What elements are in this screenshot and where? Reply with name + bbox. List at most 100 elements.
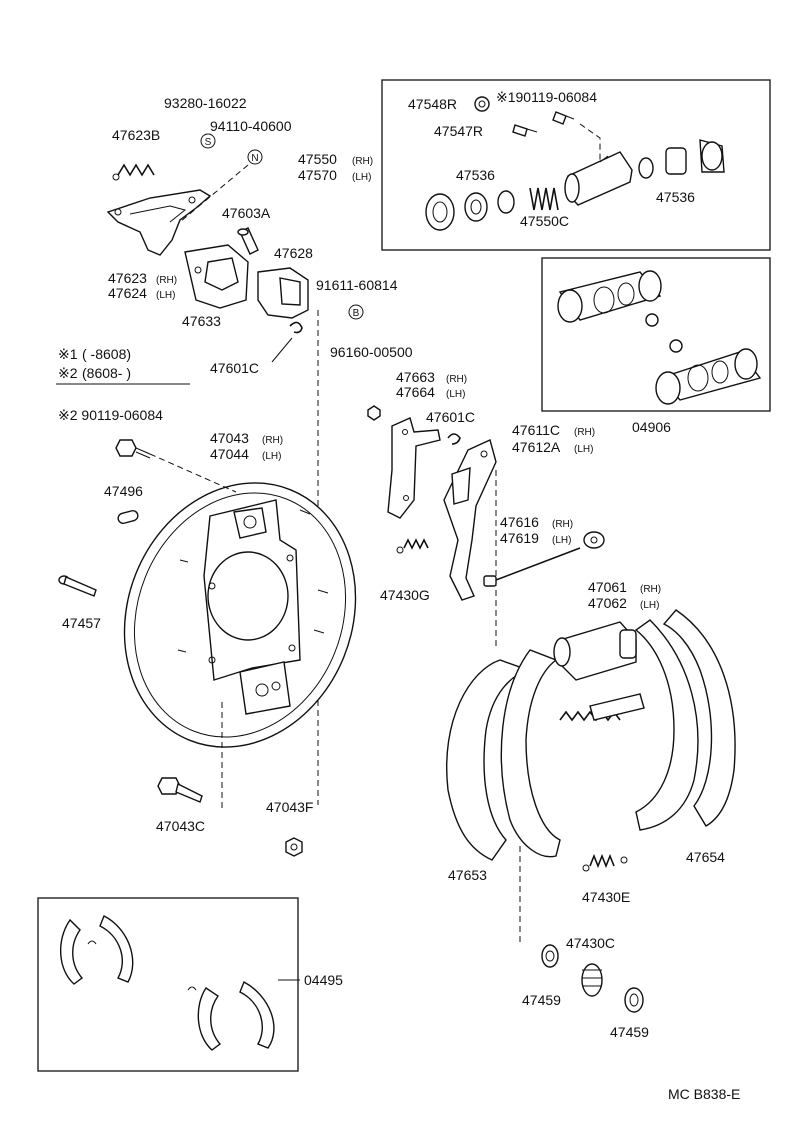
label-47616-rh: (RH) xyxy=(552,519,573,530)
label-47536-a: 47536 xyxy=(456,167,495,183)
bleeder-screw-47547r xyxy=(512,124,538,137)
label-47550c: 47550C xyxy=(520,213,569,229)
brake-shoe-47654 xyxy=(634,609,736,831)
s-mark: S xyxy=(205,137,212,148)
cable-47616 xyxy=(483,531,605,587)
label-47570-lh: (LH) xyxy=(352,172,371,183)
label-47601c-b: 47601C xyxy=(426,409,475,425)
bolt-47603a xyxy=(237,227,259,255)
label-47061-rh: (RH) xyxy=(640,584,661,595)
retainer-47459-a xyxy=(541,944,559,968)
label-47044-lh: (LH) xyxy=(262,451,281,462)
n-mark-circle xyxy=(247,149,263,165)
label-47430e: 47430E xyxy=(582,889,630,905)
label-47612a: 47612A xyxy=(512,439,561,455)
label-47430g: 47430G xyxy=(380,587,430,603)
piston-left xyxy=(464,192,488,222)
note1-text: ( -8608) xyxy=(82,346,131,362)
b-mark-circle xyxy=(348,304,364,320)
cup-47536-left xyxy=(425,193,455,231)
label-47430c: 47430C xyxy=(566,935,615,951)
label-47043: 47043 xyxy=(210,430,249,446)
lever-47623 xyxy=(106,189,212,256)
label-47496: 47496 xyxy=(104,483,143,499)
leader-line xyxy=(179,164,249,223)
label-47663: 47663 xyxy=(396,369,435,385)
plate-47628 xyxy=(257,267,309,319)
label-47536-b: 47536 xyxy=(656,189,695,205)
label-90119-2: ※2 90119-06084 xyxy=(58,407,163,423)
spring-47623b xyxy=(112,163,155,181)
label-47633: 47633 xyxy=(182,313,221,329)
backing-plate-47043 xyxy=(123,482,357,748)
adjuster-spring xyxy=(559,693,645,722)
label-190119: ※190119-06084 xyxy=(496,89,597,105)
plug-47496 xyxy=(117,510,139,524)
seal-left xyxy=(497,190,515,214)
brake-shoe-47653 xyxy=(446,649,561,861)
label-47547r: 47547R xyxy=(434,123,483,139)
leader-line xyxy=(271,337,293,363)
bracket-47663 xyxy=(387,417,441,519)
label-47611c-rh: (RH) xyxy=(574,427,595,438)
label-47062: 47062 xyxy=(588,595,627,611)
bolt-190119 xyxy=(552,111,575,125)
label-47601c-a: 47601C xyxy=(210,360,259,376)
bolt-47043c xyxy=(157,777,203,803)
label-47623: 47623 xyxy=(108,270,147,286)
label-47570: 47570 xyxy=(298,167,337,183)
label-47616: 47616 xyxy=(500,514,539,530)
label-47459-b: 47459 xyxy=(610,1024,649,1040)
spring-47430g xyxy=(396,538,429,554)
label-47044: 47044 xyxy=(210,446,249,462)
footer-code: MC B838-E xyxy=(668,1086,740,1102)
label-47043-rh: (RH) xyxy=(262,435,283,446)
spring-47430e xyxy=(582,853,628,872)
cylinder-kit-box xyxy=(541,257,771,412)
cup-47536-right xyxy=(699,139,725,173)
strut-47611c xyxy=(443,439,497,601)
label-47653: 47653 xyxy=(448,867,487,883)
shoe-kit-upper xyxy=(59,915,134,985)
spring-47550c xyxy=(529,187,559,211)
cover-47633 xyxy=(184,244,249,309)
piston-right xyxy=(665,147,687,175)
label-47061: 47061 xyxy=(588,579,627,595)
wheel-cylinder-47550 xyxy=(564,151,633,206)
label-91611: 91611-60814 xyxy=(316,277,398,293)
cylinder-kit-seal xyxy=(645,313,659,327)
label-47619-lh: (LH) xyxy=(552,535,571,546)
note1-mark: ※1 xyxy=(58,346,78,362)
label-47624-lh: (LH) xyxy=(156,290,175,301)
label-94110: 94110-40600 xyxy=(210,118,292,134)
clip-47601c-b xyxy=(447,433,461,445)
label-47043f: 47043F xyxy=(266,799,313,815)
label-04495: 04495 xyxy=(304,972,343,988)
leader-line xyxy=(579,123,601,160)
label-47624: 47624 xyxy=(108,285,147,301)
retainer-47459-b xyxy=(624,987,644,1013)
label-47628: 47628 xyxy=(274,245,313,261)
label-47043c: 47043C xyxy=(156,818,205,834)
b-mark: B xyxy=(353,308,360,319)
label-47623b: 47623B xyxy=(112,127,160,143)
label-47459-a: 47459 xyxy=(522,992,561,1008)
cylinder-kit-cap xyxy=(669,339,683,353)
n-mark: N xyxy=(251,153,258,164)
clip-47601c-a xyxy=(289,321,303,334)
label-47612a-lh: (LH) xyxy=(574,444,593,455)
shoe-kit-lower xyxy=(187,981,275,1051)
nut-96160 xyxy=(367,405,381,421)
note2-text: (8608- ) xyxy=(82,365,131,381)
nut-47043f xyxy=(285,837,303,857)
label-47663-rh: (RH) xyxy=(446,374,467,385)
label-47548r: 47548R xyxy=(408,96,457,112)
bolt-47457 xyxy=(58,575,97,597)
bolt-90119 xyxy=(115,439,151,459)
label-96160: 96160-00500 xyxy=(330,344,413,360)
bleeder-cap-47548r xyxy=(474,96,490,112)
s-mark-circle xyxy=(200,133,216,149)
label-47062-lh: (LH) xyxy=(640,600,659,611)
